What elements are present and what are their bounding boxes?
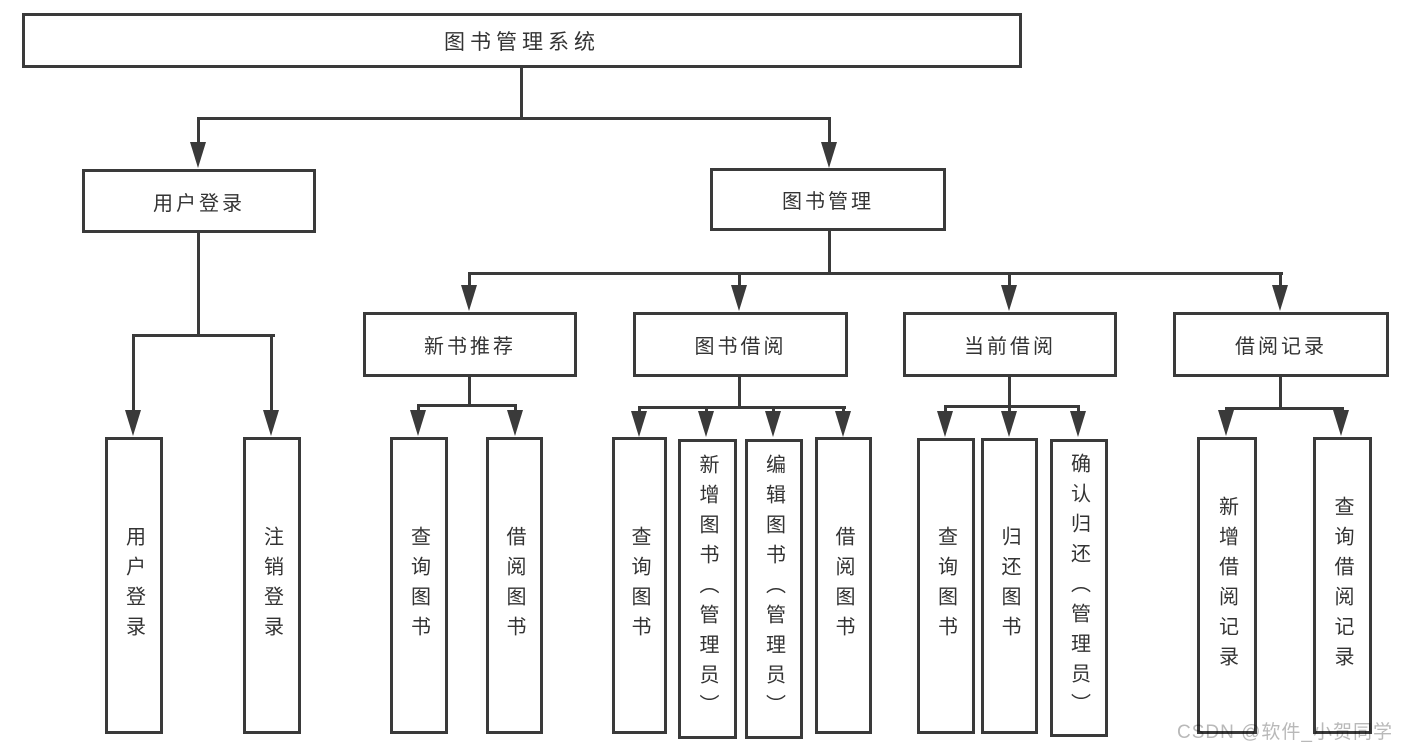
connector-to-leaf-logout-stem [270, 334, 273, 414]
connector-leaf-stem [772, 406, 775, 414]
arrow-down-icon [698, 411, 714, 437]
node-book-management: 图书管理 [710, 168, 946, 231]
arrow-down-icon [631, 411, 647, 437]
connector-leaf-stem [842, 406, 845, 414]
arrow-down-icon [765, 411, 781, 437]
leaf-current-return-books-label: 归还图书 [998, 526, 1020, 646]
arrow-down-icon [125, 410, 141, 436]
arrow-down-icon [835, 411, 851, 437]
connector-to-leaf-user-login-stem [132, 334, 135, 414]
node-user-login-label: 用户登录 [153, 192, 245, 215]
connector-leaf-stem [417, 404, 420, 413]
connector-to-book-borrow-stem [738, 272, 741, 287]
leaf-newbook-query-books-label: 查询图书 [407, 525, 430, 646]
connector-leaf-stem [638, 406, 641, 414]
connector-leaf-stem [944, 405, 947, 414]
connector-to-borrow-records-stem [1279, 272, 1282, 287]
leaf-borrow-borrow-books: 借阅图书 [815, 437, 872, 734]
arrow-down-icon [1272, 285, 1288, 311]
node-current-borrow: 当前借阅 [903, 312, 1117, 377]
arrow-down-icon [263, 410, 279, 436]
arrow-down-icon [821, 142, 837, 168]
node-book-borrow: 图书借阅 [633, 312, 848, 377]
arrow-down-icon [190, 142, 206, 168]
arrow-down-icon [461, 285, 477, 311]
arrow-down-icon [731, 285, 747, 311]
connector-current-borrow-stem [1008, 376, 1011, 408]
leaf-borrow-borrow-books-label: 借阅图书 [832, 525, 854, 646]
connector-user-login-stem [197, 232, 200, 337]
leaf-records-add-record-label: 新增借阅记录 [1215, 495, 1238, 676]
leaf-current-query-books: 查询图书 [917, 438, 975, 734]
leaf-newbook-borrow-books-label: 借阅图书 [503, 525, 525, 646]
connector-leaf-stem [1008, 405, 1011, 414]
node-borrow-records: 借阅记录 [1173, 312, 1389, 377]
connector-borrow-records-stem [1279, 376, 1282, 410]
leaf-current-confirm-return-admin-label: 确认归还（管理员） [1067, 453, 1090, 723]
leaf-records-query-record-label: 查询借阅记录 [1331, 495, 1353, 676]
connector-to-current-borrow-stem [1008, 272, 1011, 287]
leaf-records-add-record: 新增借阅记录 [1197, 437, 1257, 734]
node-root-label: 图书管理系统 [444, 30, 600, 54]
leaf-borrow-edit-books-admin: 编辑图书（管理员） [745, 439, 803, 739]
arrow-down-icon [1218, 410, 1234, 436]
connector-current-borrow-branch [944, 405, 1080, 408]
node-borrow-records-label: 借阅记录 [1235, 336, 1327, 358]
leaf-borrow-add-books-admin: 新增图书（管理员） [678, 439, 737, 739]
leaf-newbook-borrow-books: 借阅图书 [486, 437, 543, 734]
leaf-borrow-add-books-admin-label: 新增图书（管理员） [696, 454, 718, 724]
leaf-logout-label: 注销登录 [260, 525, 283, 646]
arrow-down-icon [1001, 411, 1017, 437]
arrow-down-icon [1070, 411, 1086, 437]
arrow-down-icon [1001, 285, 1017, 311]
arrow-down-icon [937, 411, 953, 437]
arrow-down-icon [1333, 410, 1349, 436]
connector-to-book-management-stem [828, 117, 831, 147]
node-book-management-label: 图书管理 [782, 191, 874, 213]
arrow-down-icon [507, 410, 523, 436]
connector-book-management-branch [468, 272, 1283, 275]
leaf-borrow-query-books: 查询图书 [612, 437, 667, 734]
csdn-watermark: CSDN @软件_小贺同学 [1177, 722, 1393, 743]
leaf-borrow-query-books-label: 查询图书 [628, 525, 650, 646]
arrow-down-icon [410, 410, 426, 436]
connector-book-management-stem [828, 230, 831, 275]
node-root: 图书管理系统 [22, 13, 1022, 68]
node-new-book-recommend-label: 新书推荐 [424, 336, 516, 358]
connector-root-branch [197, 117, 831, 120]
leaf-current-query-books-label: 查询图书 [934, 526, 957, 646]
leaf-user-login: 用户登录 [105, 437, 163, 734]
connector-user-login-branch [132, 334, 275, 337]
connector-to-user-login-stem [197, 117, 200, 147]
node-user-login: 用户登录 [82, 169, 316, 233]
connector-borrow-records-branch [1225, 407, 1344, 410]
node-book-borrow-label: 图书借阅 [694, 336, 787, 358]
connector-new-book-recommend-stem [468, 376, 471, 407]
leaf-logout: 注销登录 [243, 437, 301, 734]
connector-book-borrow-stem [738, 376, 741, 409]
connector-leaf-stem [1077, 405, 1080, 414]
node-new-book-recommend: 新书推荐 [363, 312, 577, 377]
connector-new-book-recommend-branch [417, 404, 517, 407]
leaf-current-confirm-return-admin: 确认归还（管理员） [1050, 439, 1108, 737]
connector-book-borrow-branch [638, 406, 846, 409]
leaf-current-return-books: 归还图书 [981, 438, 1038, 734]
connector-root-stem [520, 66, 523, 119]
node-current-borrow-label: 当前借阅 [964, 336, 1056, 358]
connector-leaf-stem [514, 404, 517, 413]
leaf-newbook-query-books: 查询图书 [390, 437, 448, 734]
leaf-user-login-label: 用户登录 [122, 525, 145, 646]
connector-to-new-book-recommend-stem [468, 272, 471, 287]
connector-leaf-stem [705, 406, 708, 414]
leaf-records-query-record: 查询借阅记录 [1313, 437, 1372, 734]
leaf-borrow-edit-books-admin-label: 编辑图书（管理员） [762, 454, 785, 724]
